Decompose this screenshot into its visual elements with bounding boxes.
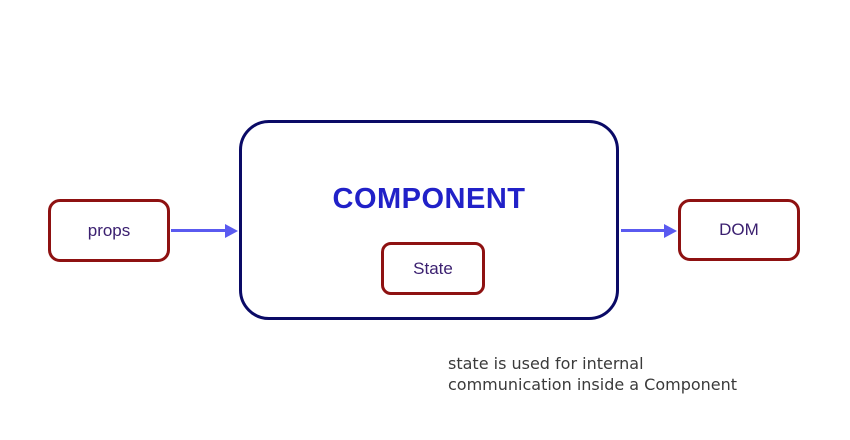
props-node-label: props: [87, 220, 131, 240]
component-title: COMPONENT: [332, 183, 526, 215]
dom-node: DOM: [678, 199, 800, 261]
component-node: COMPONENT State: [239, 120, 619, 320]
caption-line-1: state is used for internal: [448, 354, 644, 373]
caption: state is used for internal communication…: [448, 353, 737, 395]
dom-node-label: DOM: [719, 220, 759, 239]
arrow-component-to-dom: [621, 223, 677, 238]
state-node: State: [381, 242, 485, 295]
props-node: props: [48, 199, 170, 262]
arrow-props-to-component: [171, 223, 238, 238]
caption-line-2: communication inside a Component: [448, 375, 738, 394]
state-node-label: State: [413, 258, 453, 278]
